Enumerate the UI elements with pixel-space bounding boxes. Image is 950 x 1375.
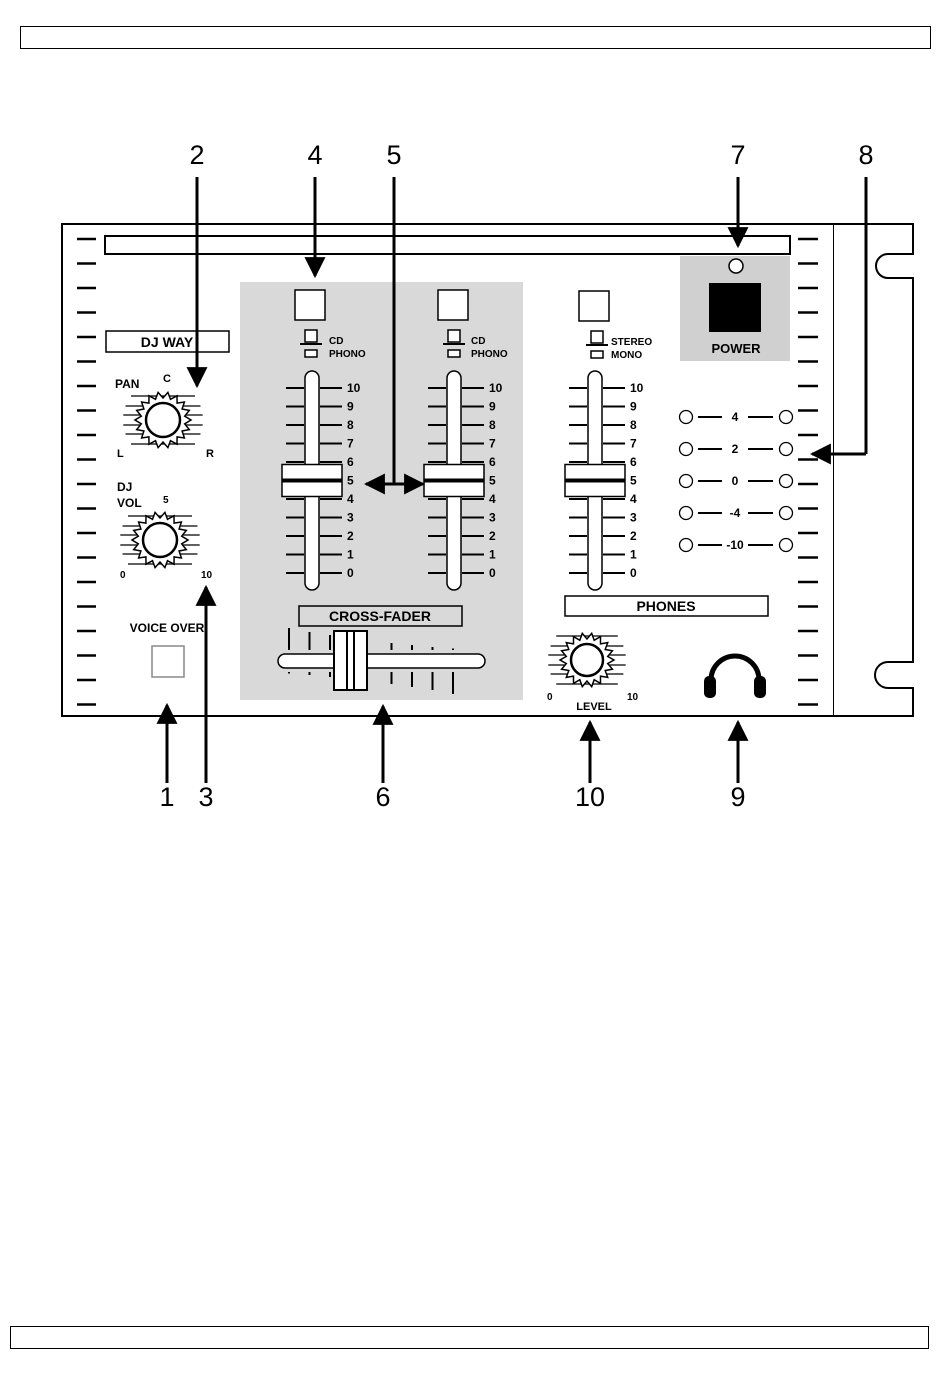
ch1-cd-label: CD [329,336,343,347]
level-label: LEVEL [576,701,612,713]
fader-scale-label: 3 [630,511,637,525]
power-button[interactable] [709,283,761,332]
power-led [729,259,743,273]
fader-scale-label: 4 [347,492,354,506]
fader-scale-label: 6 [347,455,354,469]
voice-over-button[interactable] [152,646,184,677]
fader-scale-label: 0 [347,566,354,580]
callout-8: 8 [858,140,873,170]
vol-min-label: 0 [120,570,126,581]
vu-level-label: 0 [732,474,739,488]
power-label: POWER [711,341,761,356]
phones-select-button[interactable] [579,291,609,321]
fader-handle [282,465,342,497]
fader-scale-label: 7 [489,437,496,451]
dj-way-label: DJ WAY [141,334,194,350]
cross-fader-label: CROSS-FADER [329,608,431,624]
knob-cap [146,403,180,437]
callout-10: 10 [575,782,605,812]
fader-scale-label: 9 [489,400,496,414]
fader-scale-label: 2 [347,529,354,543]
top-strip [105,236,790,254]
voice-over-label: VOICE OVER [130,621,205,635]
vu-led-left [680,411,693,424]
vol-max-label: 10 [201,570,213,581]
pan-right-label: R [206,448,214,460]
fader-scale-label: 7 [347,437,354,451]
fader-scale-label: 2 [630,529,637,543]
callout-1: 1 [159,782,174,812]
fader-scale-label: 10 [489,381,503,395]
fader-scale-label: 4 [630,492,637,506]
ch1-phono-label: PHONO [329,349,366,360]
fader-scale-label: 8 [630,418,637,432]
pan-left-label: L [117,448,124,460]
fader-scale-label: 4 [489,492,496,506]
callout-9: 9 [730,782,745,812]
callout-3: 3 [198,782,213,812]
rack-ear [834,224,913,716]
callout-5: 5 [386,140,401,170]
vu-led-right [780,411,793,424]
fader-scale-label: 5 [347,474,354,488]
callout-7: 7 [730,140,745,170]
mono-label: MONO [611,350,642,361]
fader-scale-label: 2 [489,529,496,543]
vu-level-label: 4 [732,410,739,424]
vu-led-right [780,475,793,488]
vu-level-label: -10 [726,538,744,552]
fader-scale-label: 8 [347,418,354,432]
vu-led-left [680,475,693,488]
cross-fader-knob[interactable] [334,631,367,690]
vu-level-label: -4 [730,506,741,520]
vu-led-left [680,539,693,552]
fader-scale-label: 6 [630,455,637,469]
vu-led-right [780,507,793,520]
cross-fader-track [278,654,485,668]
fader-scale-label: 10 [347,381,361,395]
callout-2: 2 [189,140,204,170]
callout-6: 6 [375,782,390,812]
fader-scale-label: 9 [630,400,637,414]
vu-led-left [680,443,693,456]
vol-label: VOL [117,496,142,510]
stereo-label: STEREO [611,337,652,348]
dj-label: DJ [117,480,132,494]
fader-handle [565,465,625,497]
knob-cap [143,523,177,557]
fader-scale-label: 1 [489,548,496,562]
ch2-cd-label: CD [471,336,485,347]
level-min-label: 0 [547,692,553,703]
fader-scale-label: 1 [630,548,637,562]
knob-cap [571,644,603,676]
fader-scale-label: 1 [347,548,354,562]
callout-4: 4 [307,140,322,170]
vu-level-label: 2 [732,442,739,456]
fader-scale-label: 5 [630,474,637,488]
vol-mid-label: 5 [163,495,169,506]
fader-handle [424,465,484,497]
ch2-phono-label: PHONO [471,349,508,360]
fader-scale-label: 0 [630,566,637,580]
vu-led-left [680,507,693,520]
vu-led-right [780,443,793,456]
fader-scale-label: 10 [630,381,644,395]
fader-scale-label: 9 [347,400,354,414]
fader-scale-label: 6 [489,455,496,469]
fader-scale-label: 7 [630,437,637,451]
fader-scale-label: 5 [489,474,496,488]
fader-scale-label: 3 [489,511,496,525]
phones-label: PHONES [636,598,695,614]
pan-center-label: C [163,373,171,385]
pan-label: PAN [115,377,139,391]
vu-led-right [780,539,793,552]
fader-scale-label: 8 [489,418,496,432]
level-max-label: 10 [627,692,639,703]
fader-scale-label: 3 [347,511,354,525]
ch1-select-button[interactable] [295,290,325,320]
ch2-select-button[interactable] [438,290,468,320]
fader-scale-label: 0 [489,566,496,580]
